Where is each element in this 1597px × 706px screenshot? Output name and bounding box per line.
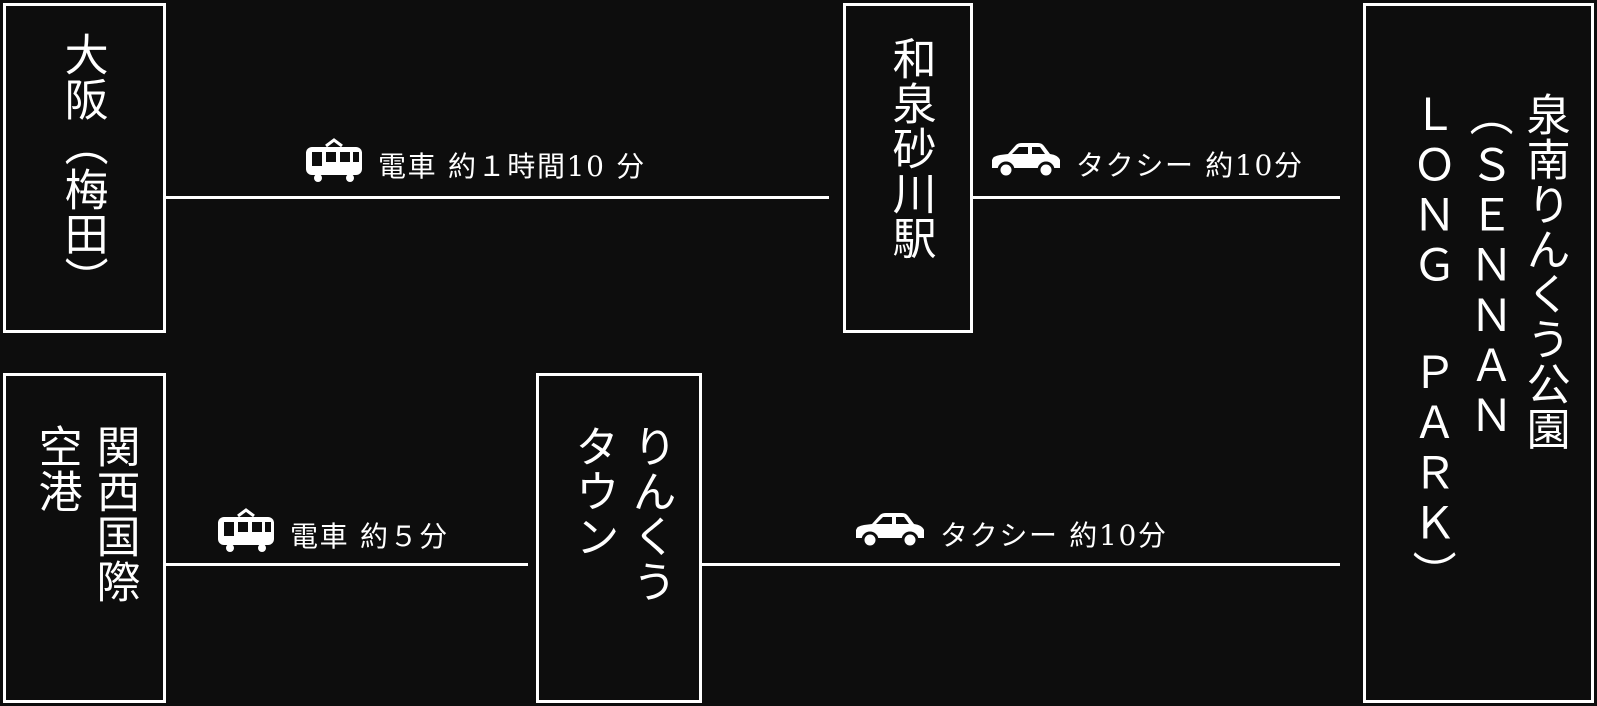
- station-box-osaka: 大阪（梅田）: [3, 3, 166, 333]
- train-icon: [216, 508, 276, 561]
- route-label-osaka-sunagawa: 電車 約１時間10 分: [304, 138, 646, 191]
- route-text-airport-rinku: 電車 約５分: [290, 519, 449, 553]
- route-text-rinku-park: タクシー 約10分: [940, 518, 1168, 552]
- station-box-kansai-airport: 関西国際 空港: [3, 373, 166, 703]
- route-line-airport-rinku: [163, 563, 528, 566]
- route-label-rinku-park: タクシー 約10分: [852, 510, 1168, 557]
- destination-box-park: 泉南りんくう公園 （ＳＥＮＮＡＮ ＬＯＮＧ ＰＡＲＫ）: [1363, 3, 1594, 703]
- destination-name-line1: 泉南りんくう公園: [1518, 92, 1570, 452]
- station-name-osaka: 大阪（梅田）: [56, 32, 108, 302]
- train-icon: [304, 138, 364, 191]
- station-name-rinku-town-line1: りんくう: [624, 424, 676, 604]
- destination-name-line3: ＬＯＮＧ ＰＡＲＫ）: [1404, 92, 1456, 601]
- station-name-rinku-town-line2: タウン: [567, 424, 619, 559]
- station-name-kansai-airport-line2: 空港: [30, 424, 82, 514]
- car-icon: [852, 510, 926, 557]
- car-icon: [988, 140, 1062, 187]
- route-line-rinku-park: [690, 563, 1340, 566]
- route-label-sunagawa-park: タクシー 約10分: [988, 140, 1304, 187]
- route-line-sunagawa-park: [956, 196, 1340, 199]
- station-name-kansai-airport-line1: 関西国際: [88, 424, 140, 604]
- route-line-osaka-sunagawa: [163, 196, 829, 199]
- station-box-rinku-town: りんくう タウン: [536, 373, 702, 703]
- destination-name-line2: （ＳＥＮＮＡＮ: [1461, 92, 1513, 444]
- route-label-airport-rinku: 電車 約５分: [216, 508, 449, 561]
- route-text-sunagawa-park: タクシー 約10分: [1076, 148, 1304, 182]
- station-box-izumi-sunagawa: 和泉砂川駅: [843, 3, 973, 333]
- station-name-izumi-sunagawa: 和泉砂川駅: [884, 36, 936, 261]
- route-text-osaka-sunagawa: 電車 約１時間10 分: [378, 149, 646, 183]
